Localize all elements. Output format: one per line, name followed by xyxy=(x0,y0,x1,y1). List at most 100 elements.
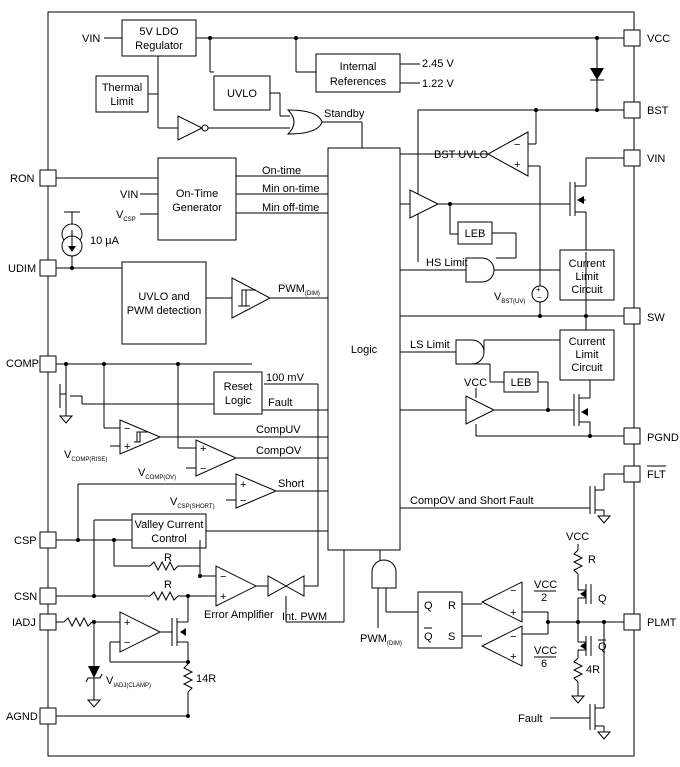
svg-text:PWM detection: PWM detection xyxy=(127,305,202,317)
svg-text:−: − xyxy=(510,631,516,643)
plmt-4r-label: 4R xyxy=(586,664,600,676)
logic-block xyxy=(327,147,401,551)
pin-flt-label: FLT xyxy=(647,469,666,481)
svg-text:Valley Current: Valley Current xyxy=(135,519,204,531)
low-side-mosfet xyxy=(573,380,591,436)
pin-iadj xyxy=(39,613,57,631)
svg-text:Regulator: Regulator xyxy=(135,40,183,52)
compov-comparator xyxy=(195,439,238,477)
100mv-label: 100 mV xyxy=(266,372,305,384)
short-label: Short xyxy=(278,478,304,490)
ls-leb-block: LEB xyxy=(503,371,539,393)
svg-text:On-Time: On-Time xyxy=(176,188,218,200)
svg-text:Current: Current xyxy=(569,258,606,270)
pin-comp-label: COMP xyxy=(6,358,39,370)
vin-input-label: VIN xyxy=(82,33,100,45)
int-pwm-transmission-gate xyxy=(267,575,305,597)
short-comparator xyxy=(235,473,278,509)
on-time-label: On-time xyxy=(262,165,301,177)
fault-mosfet xyxy=(589,474,612,524)
ontime-vcsp-label: VCSP xyxy=(116,209,136,223)
svg-text:References: References xyxy=(330,76,387,88)
hs-current-limit-block: Current Limit Circuit xyxy=(559,249,615,301)
svg-text:UVLO and: UVLO and xyxy=(138,291,189,303)
svg-text:+: + xyxy=(514,159,520,171)
pin-pgnd-label: PGND xyxy=(647,432,679,444)
svg-text:R: R xyxy=(448,600,456,612)
current-source-10ua xyxy=(61,223,83,257)
svg-text:−: − xyxy=(514,139,520,151)
ls-current-limit-block: Current Limit Circuit xyxy=(559,329,615,381)
pin-flt xyxy=(623,465,641,483)
svg-text:Q: Q xyxy=(424,600,433,612)
svg-text:+: + xyxy=(124,441,130,453)
valley-current-control-block: Valley Current Control xyxy=(131,513,207,549)
svg-text:Current: Current xyxy=(569,336,606,348)
int-pwm-label: Int. PWM xyxy=(282,611,327,623)
pin-vcc xyxy=(623,29,641,47)
pin-vin-label: VIN xyxy=(647,153,665,165)
svg-text:+: + xyxy=(240,479,246,491)
iadj-buffer-amplifier xyxy=(119,611,162,653)
low-side-driver xyxy=(465,395,496,425)
bst-uvlo-label: BST UVLO xyxy=(434,149,489,161)
svg-text:+: + xyxy=(220,591,226,603)
ldo-regulator-block: 5V LDO Regulator xyxy=(121,19,197,57)
svg-text:+: + xyxy=(510,651,516,663)
svg-text:+: + xyxy=(536,285,541,294)
ontime-vin-label: VIN xyxy=(120,189,138,201)
plmt-high-comparator xyxy=(480,581,523,623)
pwm-dim-and-gate xyxy=(371,559,397,589)
vcomp-rise-label: VCOMP(RISE) xyxy=(64,449,107,463)
ls-driver-vcc-label: VCC xyxy=(464,377,487,389)
high-side-mosfet xyxy=(569,158,587,252)
pin-iadj-label: IADJ xyxy=(12,617,36,629)
uvlo-pwm-detection-block: UVLO and PWM detection xyxy=(121,261,207,345)
pin-vcc-label: VCC xyxy=(647,33,670,45)
svg-text:−: − xyxy=(510,585,516,597)
pin-sw-label: SW xyxy=(647,312,665,324)
vcomp-ov-label: VCOMP(OV) xyxy=(138,467,176,481)
internal-references-block: Internal References xyxy=(315,53,401,93)
svg-text:6: 6 xyxy=(541,658,547,670)
csn-resistor xyxy=(149,590,179,602)
bootstrap-diode xyxy=(590,68,604,80)
pin-ron xyxy=(39,169,57,187)
comp-pulldown-mosfet xyxy=(58,364,214,424)
high-side-driver xyxy=(409,189,440,219)
hs-leb-block: LEB xyxy=(457,221,493,245)
iadj-clamp-label: VIADJ(CLAMP) xyxy=(106,675,151,689)
thermal-limit-block: Thermal Limit xyxy=(95,75,149,113)
sr-latch: Q R Q S xyxy=(417,591,463,649)
ls-limit-and-gate xyxy=(455,339,485,365)
svg-text:Limit: Limit xyxy=(575,349,598,361)
svg-text:+: + xyxy=(510,607,516,619)
plmt-fault-label: Fault xyxy=(518,713,542,725)
hs-limit-and-gate xyxy=(465,257,495,283)
svg-text:2: 2 xyxy=(541,592,547,604)
svg-text:−: − xyxy=(200,463,206,475)
pwm-dim-label: PWM(DIM) xyxy=(278,283,320,297)
svg-text:−: − xyxy=(537,293,542,302)
plmt-q-mosfet xyxy=(577,584,592,622)
on-time-generator-block: On-Time Generator xyxy=(157,157,237,241)
iadj-mosfet xyxy=(171,612,189,664)
vcc-over-6-label: VCC xyxy=(534,645,557,657)
reset-logic-block: Reset Logic xyxy=(213,371,263,415)
compuv-label: CompUV xyxy=(256,424,301,436)
svg-text:Circuit: Circuit xyxy=(571,362,602,374)
pin-comp xyxy=(39,355,57,373)
thermal-inverter xyxy=(177,115,209,141)
error-amplifier-label: Error Amplifier xyxy=(204,609,274,621)
plmt-qbar-mosfet xyxy=(577,622,592,656)
svg-text:Generator: Generator xyxy=(172,202,222,214)
min-on-time-label: Min on-time xyxy=(262,183,319,195)
csp-resistor xyxy=(149,560,179,572)
standby-or-gate xyxy=(286,109,323,135)
svg-text:Reset: Reset xyxy=(224,381,253,393)
plmt-fault-mosfet xyxy=(589,622,612,740)
plmt-4r-resistor xyxy=(572,657,584,683)
pin-csn xyxy=(39,587,57,605)
pin-bst xyxy=(623,101,641,119)
pin-vin xyxy=(623,149,641,167)
